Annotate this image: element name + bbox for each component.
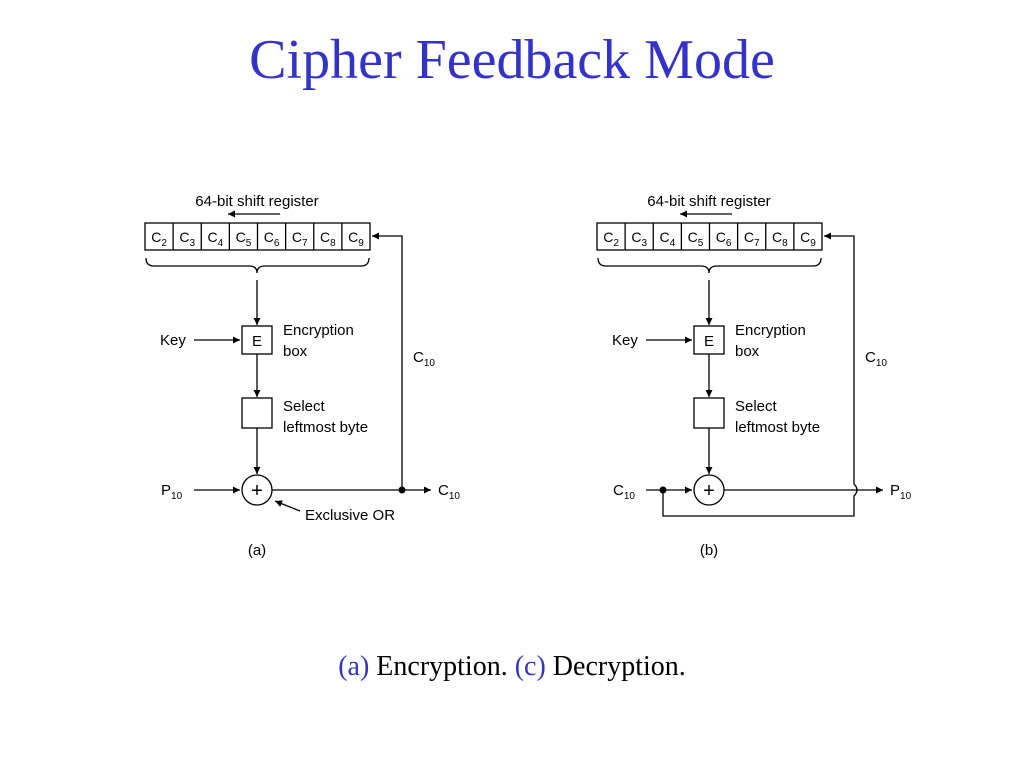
encryption-box-label-line1: Encryption	[735, 322, 806, 339]
figure-caption: (a) Encryption. (c) Decryption.	[0, 651, 1024, 683]
select-box	[241, 397, 273, 429]
register-cell-label: C7	[292, 229, 308, 249]
encryption-box	[693, 325, 725, 355]
register-brace	[145, 257, 370, 274]
encryption-box-label-line1: Encryption	[283, 322, 354, 339]
register-cell-label: C4	[207, 229, 223, 249]
shift-register-label: 64-bit shift register	[195, 193, 318, 210]
register-cell-label: C8	[320, 229, 336, 249]
xor-annotation-arrow	[274, 500, 301, 512]
feedback-line	[372, 232, 403, 490]
shift-register: C2 C3 C4 C5 C6 C7 C8 C9	[596, 222, 823, 251]
ciphertext-input-label: C10	[613, 482, 635, 502]
panel-label: (b)	[700, 542, 718, 559]
encryption-box	[241, 325, 273, 355]
ciphertext-output-label: C10	[438, 482, 460, 502]
page-title: Cipher Feedback Mode	[249, 29, 775, 91]
key-label: Key	[160, 332, 186, 349]
shift-register-label: 64-bit shift register	[647, 193, 770, 210]
caption-decryption-text: Decryption.	[545, 651, 686, 682]
encryption-box-text: E	[704, 333, 714, 350]
register-cell-label: C9	[800, 229, 816, 249]
plaintext-output-label: P10	[890, 482, 912, 502]
encryption-box-text: E	[252, 333, 262, 350]
select-label-line2: leftmost byte	[283, 419, 368, 436]
xor-symbol: +	[703, 480, 715, 502]
register-cell-label: C3	[631, 229, 647, 249]
xor-annotation: Exclusive OR	[305, 507, 395, 524]
register-cell-label: C8	[772, 229, 788, 249]
register-cell-label: C5	[688, 229, 704, 249]
select-box	[693, 397, 725, 429]
register-cell-label: C2	[603, 229, 619, 249]
caption-encryption-text: Encryption.	[369, 651, 515, 682]
panel-label: (a)	[248, 542, 266, 559]
select-label-line1: Select	[283, 398, 326, 415]
feedback-label: C10	[413, 349, 435, 369]
encryption-box-label-line2: box	[735, 343, 760, 360]
register-cell-label: C4	[659, 229, 675, 249]
register-cell-label: C6	[716, 229, 732, 249]
register-cell-label: C7	[744, 229, 760, 249]
select-label-line2: leftmost byte	[735, 419, 820, 436]
feedback-label: C10	[865, 349, 887, 369]
register-brace	[597, 257, 822, 274]
select-label-line1: Select	[735, 398, 778, 415]
caption-marker-c: (c)	[514, 651, 546, 682]
xor-symbol: +	[251, 480, 263, 502]
register-cell-label: C6	[264, 229, 280, 249]
plaintext-input-label: P10	[161, 482, 183, 502]
caption-marker-a: (a)	[338, 651, 370, 682]
register-cell-label: C5	[236, 229, 252, 249]
encryption-box-label-line2: box	[283, 343, 308, 360]
feedback-line	[662, 232, 858, 517]
register-cell-label: C2	[151, 229, 167, 249]
register-cell-label: C3	[179, 229, 195, 249]
key-label: Key	[612, 332, 638, 349]
shift-register: C2 C3 C4 C5 C6 C7 C8 C9	[144, 222, 371, 251]
register-cell-label: C9	[348, 229, 364, 249]
